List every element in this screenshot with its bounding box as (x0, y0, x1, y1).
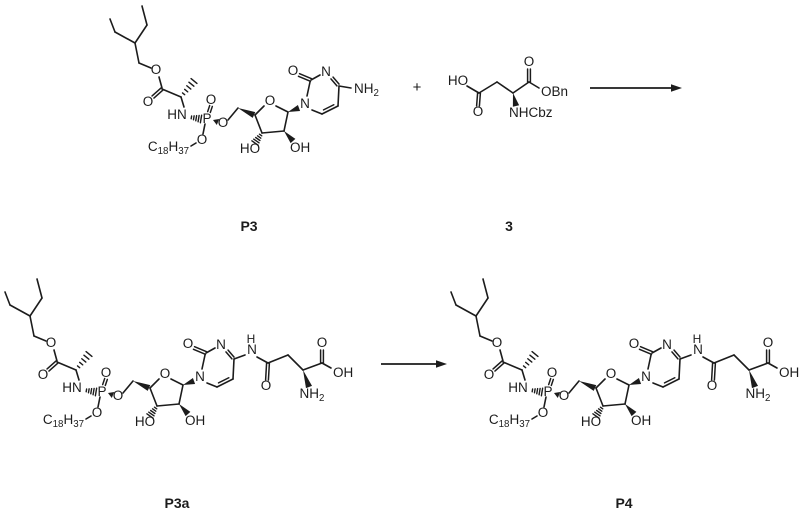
svg-text:O: O (524, 54, 535, 69)
svg-text:C18H37: C18H37 (489, 412, 530, 430)
svg-text:NH2: NH2 (300, 386, 325, 404)
svg-text:O: O (38, 367, 49, 382)
svg-text:OH: OH (185, 413, 205, 428)
svg-text:H: H (247, 332, 256, 346)
svg-text:P: P (97, 384, 106, 399)
svg-text:O: O (547, 365, 558, 380)
svg-text:O: O (538, 405, 549, 420)
svg-text:N: N (247, 342, 257, 357)
reaction-arrow-2 (381, 360, 447, 368)
svg-text:OH: OH (290, 140, 310, 155)
svg-text:O: O (484, 367, 495, 382)
reaction-arrow-1 (590, 84, 682, 92)
svg-text:N: N (195, 369, 205, 384)
svg-text:O: O (46, 335, 57, 350)
svg-text:OBn: OBn (541, 84, 568, 99)
molecule-label-P4: P4 (615, 495, 632, 511)
svg-text:O: O (206, 92, 217, 107)
svg-text:C18H37: C18H37 (148, 139, 189, 157)
svg-text:N: N (693, 342, 703, 357)
svg-text:HN: HN (62, 380, 82, 395)
svg-text:N: N (641, 369, 651, 384)
plus-sign: + (413, 79, 422, 96)
svg-text:O: O (629, 336, 640, 351)
svg-text:N: N (662, 337, 672, 352)
svg-text:O: O (265, 93, 276, 108)
svg-text:HN: HN (508, 380, 528, 395)
svg-text:N: N (216, 337, 226, 352)
svg-text:NH2: NH2 (354, 81, 379, 99)
svg-text:HO: HO (240, 141, 260, 156)
molecule-label-compound-3: 3 (505, 218, 513, 234)
svg-text:O: O (160, 366, 171, 381)
svg-text:O: O (492, 335, 503, 350)
svg-text:O: O (143, 94, 154, 109)
svg-text:O: O (559, 388, 570, 403)
svg-text:HO: HO (448, 73, 468, 88)
svg-text:N: N (321, 64, 331, 79)
svg-text:O: O (218, 115, 229, 130)
svg-text:P: P (543, 384, 552, 399)
svg-text:O: O (473, 104, 484, 119)
svg-text:O: O (317, 335, 328, 350)
svg-text:OH: OH (779, 365, 799, 380)
molecule-compound-3: HO O NHCbz O OBn 3 (448, 54, 568, 234)
svg-text:O: O (101, 365, 112, 380)
svg-text:H: H (693, 332, 702, 346)
svg-text:O: O (288, 63, 299, 78)
svg-text:O: O (763, 335, 774, 350)
svg-text:HO: HO (581, 414, 601, 429)
svg-text:O: O (606, 366, 617, 381)
svg-text:O: O (151, 62, 162, 77)
molecule-label-P3: P3 (240, 218, 257, 234)
svg-text:NH2: NH2 (746, 386, 771, 404)
svg-text:O: O (92, 405, 103, 420)
svg-text:O: O (113, 388, 124, 403)
svg-text:OH: OH (631, 413, 651, 428)
svg-text:N: N (300, 96, 310, 111)
svg-text:OH: OH (333, 365, 353, 380)
svg-text:HO: HO (135, 414, 155, 429)
svg-text:HN: HN (167, 107, 187, 122)
svg-text:NHCbz: NHCbz (509, 105, 553, 120)
svg-text:C18H37: C18H37 (43, 412, 84, 430)
svg-text:O: O (261, 378, 272, 393)
svg-text:O: O (197, 132, 208, 147)
svg-text:O: O (183, 336, 194, 351)
molecule-label-P3a: P3a (165, 495, 190, 511)
svg-text:O: O (707, 378, 718, 393)
svg-text:P: P (202, 111, 211, 126)
